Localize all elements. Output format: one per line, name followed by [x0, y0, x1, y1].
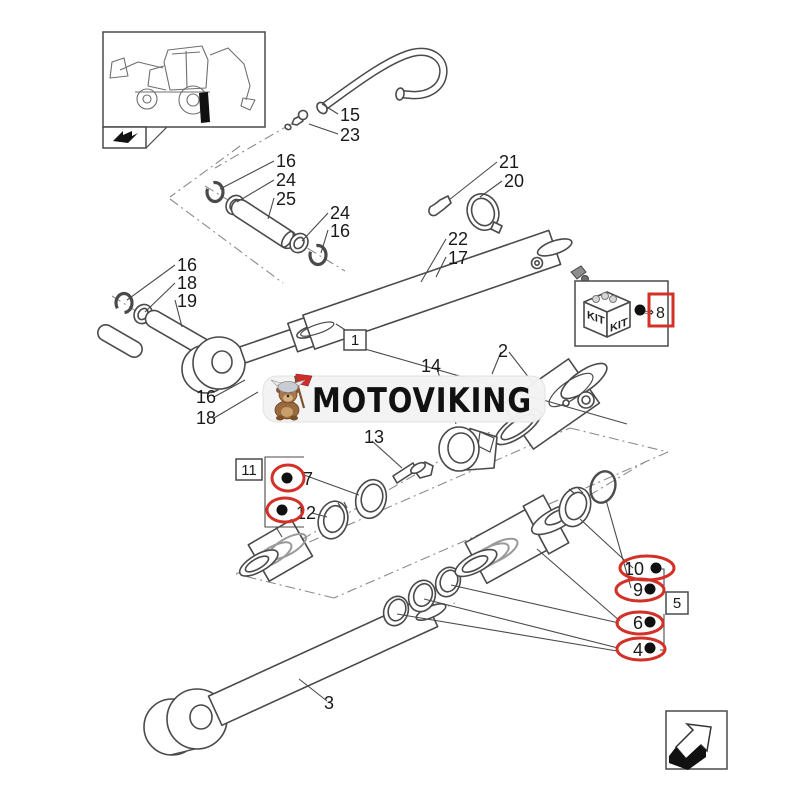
callout-6: 6 [633, 613, 643, 633]
callout-23: 23 [340, 125, 360, 145]
seal-ring-12 [317, 500, 349, 540]
clip-21 [428, 195, 452, 217]
callout-17: 17 [448, 248, 468, 268]
callout-1-box: 1 [351, 332, 359, 349]
callout-10: 10 [624, 559, 644, 579]
leader-lines [126, 103, 665, 702]
callout-20: 20 [504, 171, 524, 191]
next-sheet-box [665, 710, 728, 770]
callout-12: 12 [296, 503, 316, 523]
kit-item-dot [281, 472, 293, 484]
piston-11 [238, 518, 314, 583]
callout-3: 3 [324, 693, 334, 713]
split-bushing [558, 486, 592, 528]
kit-item-dot [644, 616, 656, 628]
highlight-ellipses [265, 463, 676, 662]
boxed-callouts: 1 11 5 [235, 329, 689, 615]
callout-16c: 16 [177, 255, 197, 275]
viking-mascot [270, 373, 313, 421]
clamp-20 [466, 193, 503, 234]
kit-legend: KIT KIT ⇒ 8 [574, 280, 675, 347]
kit-item-dots [276, 472, 662, 654]
kit-item-dot [644, 583, 656, 595]
callout-5-box: 5 [673, 595, 681, 612]
callout-25: 25 [276, 189, 296, 209]
snap-ring-16 [205, 180, 225, 204]
watermark-brand-text: MOTOVIKING [312, 381, 532, 421]
callout-22: 22 [448, 229, 468, 249]
callout-11-box: 11 [241, 462, 257, 479]
snap-ring-16 [114, 291, 134, 315]
kit-ref-number: 8 [656, 305, 665, 322]
kit-box-icon: KIT KIT [583, 291, 631, 338]
callout-24b: 24 [330, 203, 350, 223]
backhoe-loader-sketch [109, 45, 256, 123]
sheet-arrow-3d-shadow [669, 745, 706, 770]
callout-9: 9 [633, 580, 643, 600]
callout-24a: 24 [276, 170, 296, 190]
callout-2: 2 [498, 341, 508, 361]
fitting-23 [284, 109, 309, 131]
kit-item-dot [644, 642, 656, 654]
watermark-banner: MOTOVIKING [262, 373, 546, 423]
callout-13: 13 [364, 427, 384, 447]
bolt-13 [392, 461, 434, 484]
callout-16d: 16 [196, 387, 216, 407]
piston-assembly [454, 494, 582, 585]
sheet-arrow-icon [113, 131, 138, 143]
highlighted-cylinder [199, 92, 210, 123]
highlight-rect [647, 292, 675, 328]
callout-16a: 16 [276, 151, 296, 171]
port-elbow-fitting [570, 265, 589, 283]
seal-ring-7 [354, 478, 388, 520]
callout-16b: 16 [330, 221, 350, 241]
kit-item-dot [634, 304, 646, 316]
cylinder-assembly-1 [181, 229, 589, 394]
pin-group-upper [205, 180, 328, 267]
callout-14: 14 [421, 356, 441, 376]
callout-19: 19 [177, 291, 197, 311]
seal-rings-lower [382, 566, 462, 627]
callout-18b: 18 [196, 408, 216, 428]
gland-14 [438, 426, 498, 472]
callout-15: 15 [340, 105, 360, 125]
callout-4: 4 [633, 640, 643, 660]
callout-7: 7 [303, 469, 313, 489]
kit-item-dot [650, 562, 662, 574]
kit-item-dot [276, 504, 288, 516]
hose-15 [316, 47, 448, 115]
machine-thumbnail-box [102, 31, 266, 149]
o-ring [589, 470, 617, 504]
callout-18a: 18 [177, 273, 197, 293]
snap-ring-16 [308, 243, 328, 267]
callout-labels: 15 23 16 24 25 24 16 21 20 22 17 16 18 1… [177, 105, 644, 713]
callout-21: 21 [499, 152, 519, 172]
